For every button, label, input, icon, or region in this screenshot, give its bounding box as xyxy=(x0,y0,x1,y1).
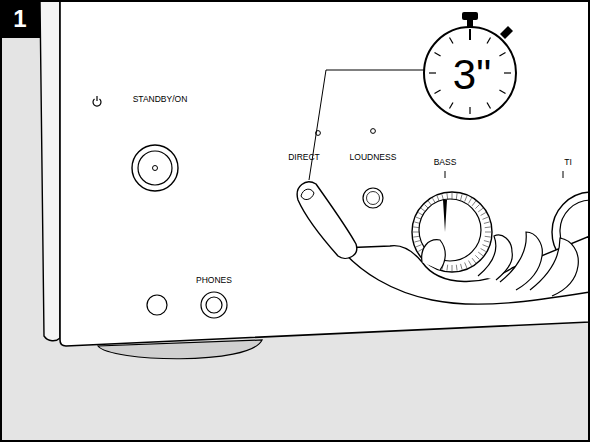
loudness-button-face xyxy=(367,192,380,205)
knurl-stroke xyxy=(481,249,486,252)
power-symbol xyxy=(93,96,101,106)
control-label: STANDBY/ON xyxy=(133,95,188,104)
bass-indicator xyxy=(443,200,447,232)
knurl-stroke xyxy=(456,265,458,271)
tick-mark xyxy=(499,53,505,57)
fingernail xyxy=(301,189,314,199)
bass-tick xyxy=(445,171,446,178)
standby-button xyxy=(132,145,178,191)
control-label: DIRECT xyxy=(288,153,320,162)
knurl-stroke xyxy=(484,241,490,243)
knurl-stroke xyxy=(485,226,491,228)
timer-button xyxy=(500,26,513,39)
knurl-stroke xyxy=(452,265,453,271)
knurl-stroke xyxy=(469,261,472,266)
knurl-stroke xyxy=(475,255,479,259)
leader-line xyxy=(309,70,424,180)
control-label: LOUDNESS xyxy=(350,153,397,162)
knurl-stroke xyxy=(485,236,491,238)
knurl-stroke xyxy=(475,204,479,208)
control-label: PHONES xyxy=(196,276,232,285)
finger xyxy=(478,235,512,280)
knurl-stroke xyxy=(416,245,422,247)
hand xyxy=(340,236,590,304)
timer-crown xyxy=(462,12,478,20)
tick-mark xyxy=(450,102,454,108)
tick-mark xyxy=(504,72,511,73)
tick-mark xyxy=(487,102,491,108)
knurl-stroke xyxy=(469,198,472,203)
tick-mark xyxy=(434,53,440,57)
knurl-stroke xyxy=(465,196,467,202)
sensor-window xyxy=(147,295,167,315)
knurl-stroke xyxy=(446,193,448,199)
control-label: TI xyxy=(564,158,572,167)
tick-mark xyxy=(469,107,470,114)
tick-mark xyxy=(450,37,454,43)
tick-mark xyxy=(429,72,436,73)
timer-face xyxy=(424,27,516,119)
timer-text: 3" xyxy=(453,54,491,96)
knurl-stroke xyxy=(472,201,476,206)
knurl-stroke xyxy=(413,236,419,238)
treble-tick xyxy=(563,171,564,178)
step-number: 1 xyxy=(13,7,26,31)
knurl-stroke xyxy=(472,258,476,263)
knurl-stroke xyxy=(414,241,420,243)
knob-knurling xyxy=(413,193,491,271)
knurl-stroke xyxy=(481,213,486,216)
phones-jack xyxy=(201,292,227,318)
knurl-stroke xyxy=(482,245,488,247)
tick-mark xyxy=(487,37,491,43)
knurl-stroke xyxy=(456,193,458,199)
front-panel xyxy=(60,0,590,346)
finger xyxy=(530,238,578,296)
timer-ticks xyxy=(429,29,511,114)
step-box xyxy=(0,0,40,38)
knurl-stroke xyxy=(478,208,483,212)
thumb xyxy=(422,240,446,270)
knurl-stroke xyxy=(461,264,463,270)
phones-jack-hole xyxy=(206,297,222,313)
knurl-stroke xyxy=(413,226,419,228)
panel-side xyxy=(40,0,60,341)
tick-mark xyxy=(499,90,505,94)
finger xyxy=(500,232,542,290)
loudness-button xyxy=(363,188,383,208)
loudness-led xyxy=(371,129,376,134)
knurl-stroke xyxy=(465,262,467,268)
knurl-stroke xyxy=(413,232,419,233)
knurl-stroke xyxy=(446,265,448,271)
timer-stem xyxy=(467,19,473,27)
knurl-stroke xyxy=(461,194,463,200)
knurl-stroke xyxy=(478,252,483,256)
tick-mark xyxy=(434,90,440,94)
tick-mark xyxy=(469,29,471,40)
index-finger xyxy=(297,182,356,258)
knurl-stroke xyxy=(484,222,490,224)
standby-led xyxy=(153,166,158,171)
control-label: BASS xyxy=(434,158,457,167)
knurl-stroke xyxy=(485,232,491,233)
standby-button-face xyxy=(138,151,172,185)
knurl-stroke xyxy=(452,193,453,199)
knurl-stroke xyxy=(482,217,488,219)
bass-knob xyxy=(412,192,492,272)
